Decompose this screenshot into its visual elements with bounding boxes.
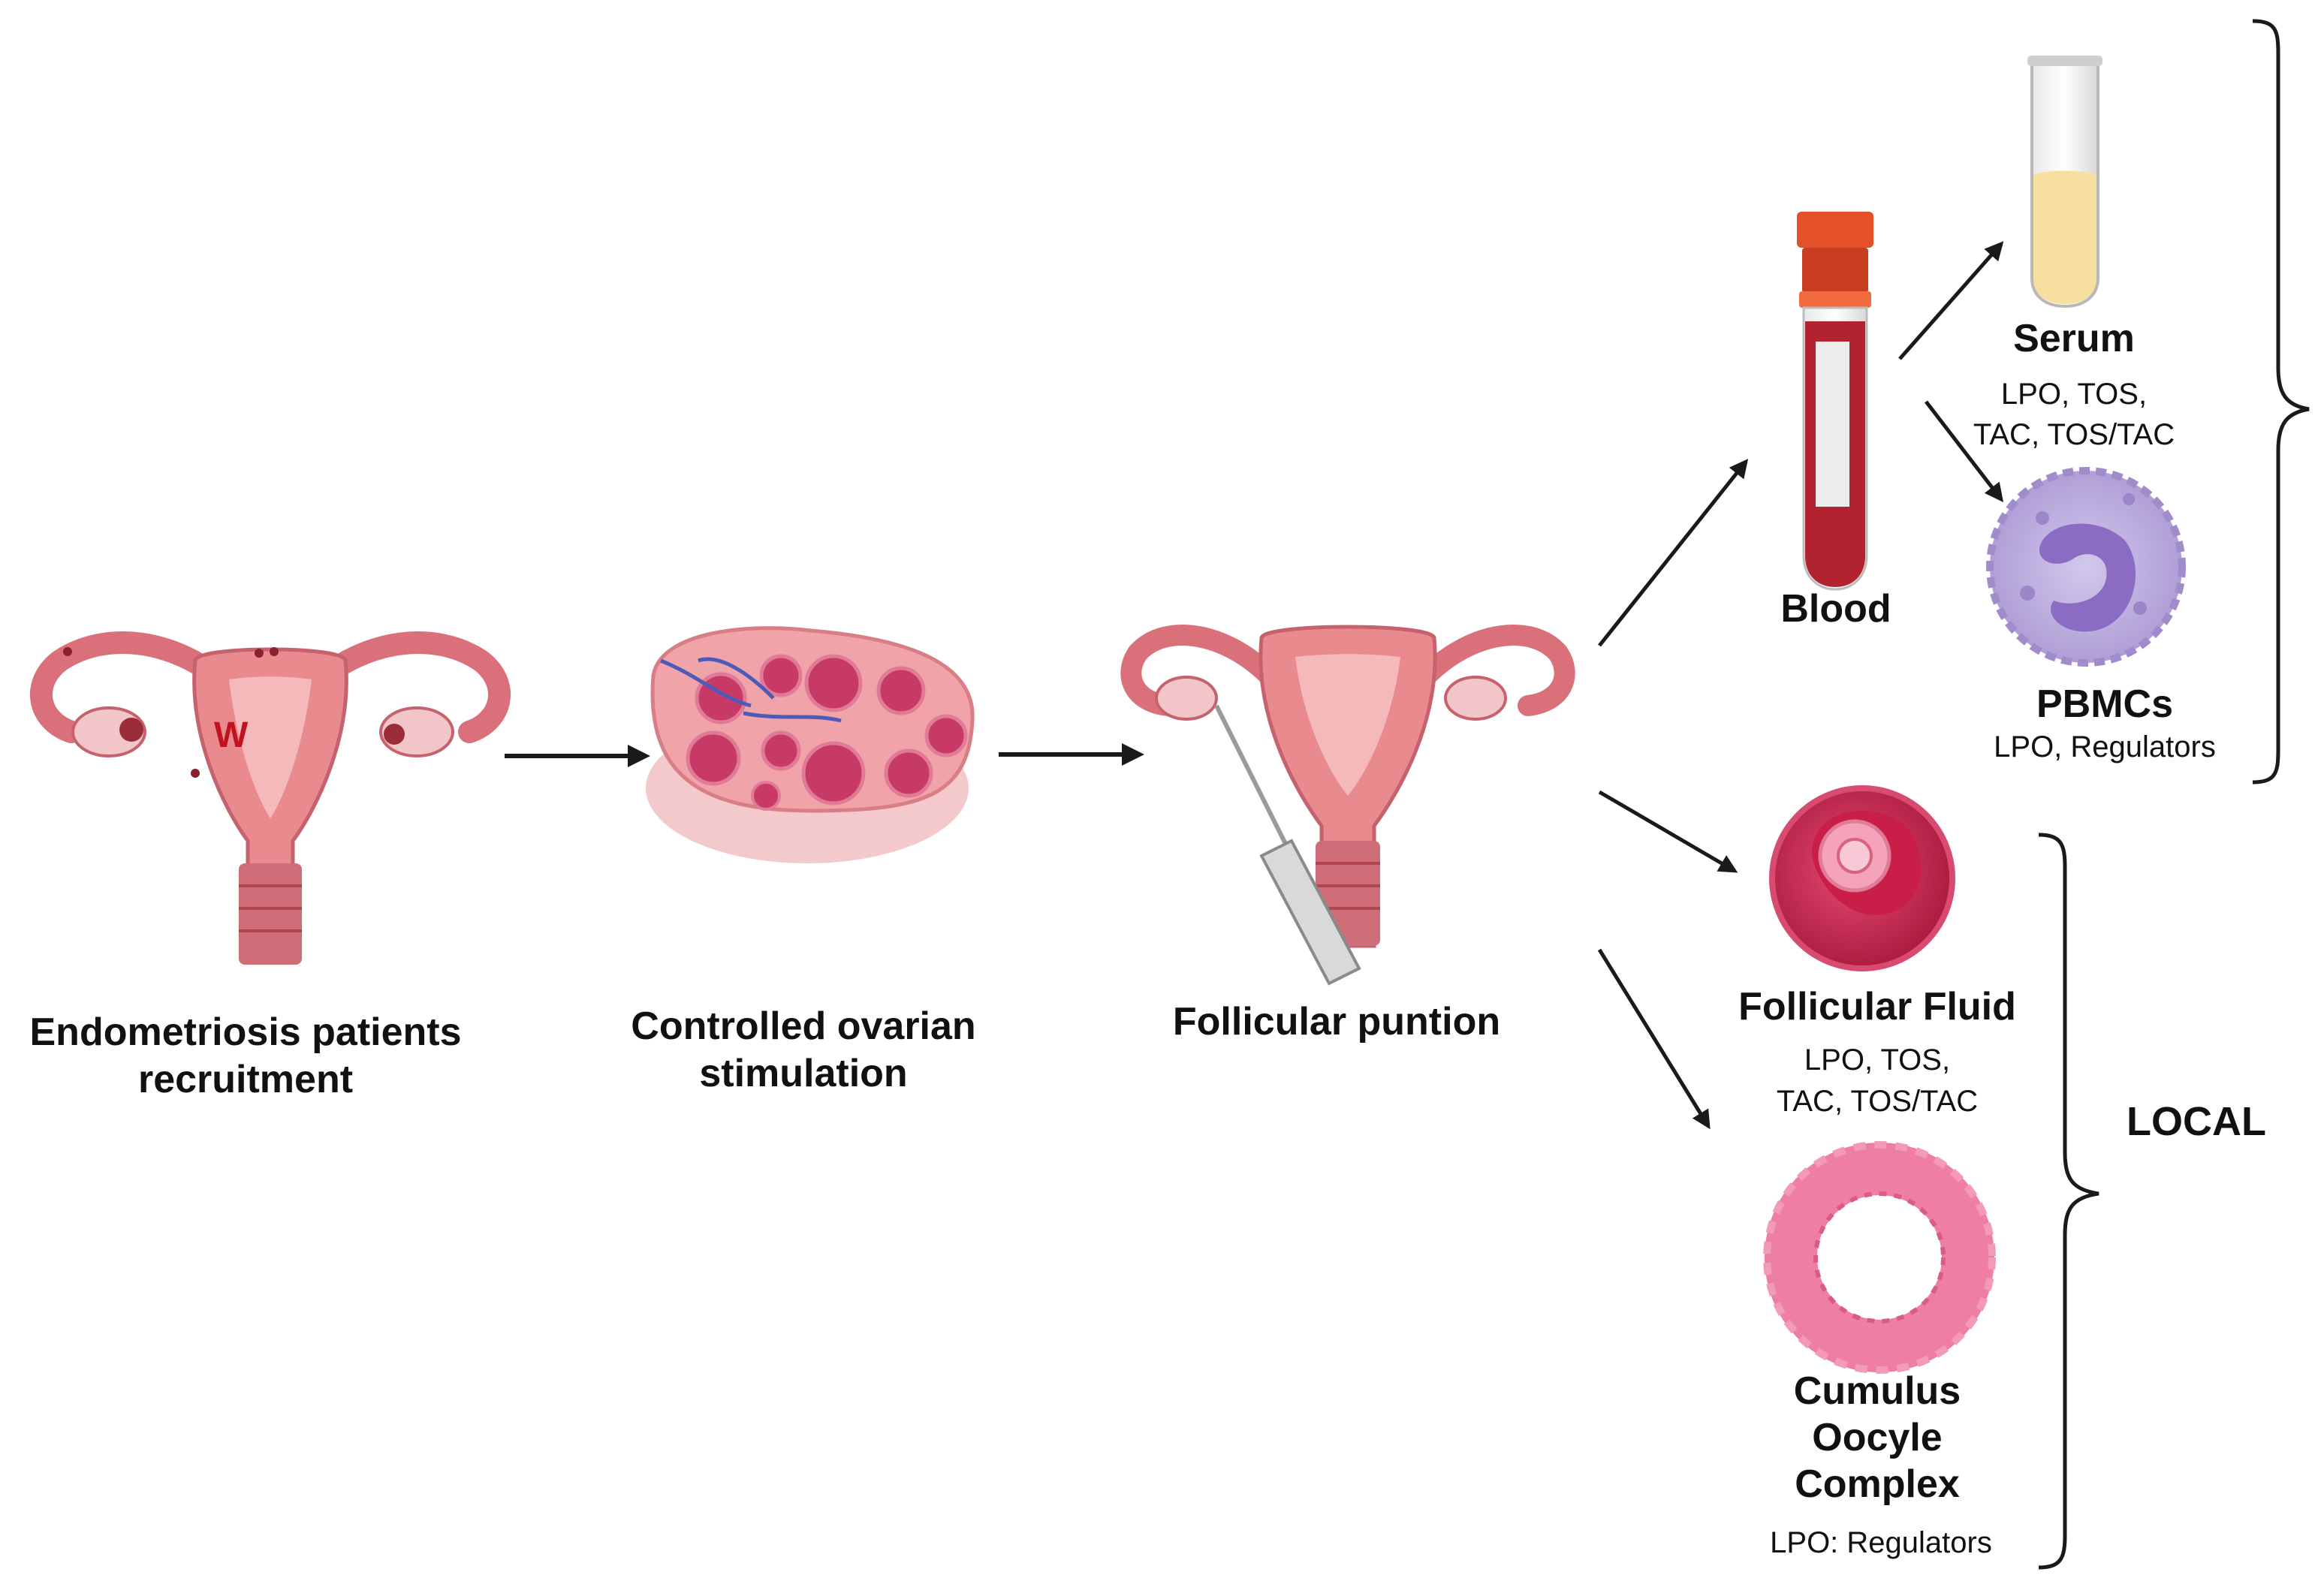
arrow-to-follicular-fluid	[1598, 790, 1738, 873]
serum-markers-line-2: TAC, TOS/TAC	[1973, 418, 2175, 451]
follicular-fluid-label: Follicular Fluid	[1738, 985, 2016, 1028]
pbmcs-markers: LPO, Regulators	[1994, 730, 2216, 763]
local-group-label: LOCAL	[2127, 1099, 2266, 1144]
arrow-to-blood	[1598, 459, 1749, 647]
systemic-brace	[2252, 19, 2310, 784]
arrow-blood-to-pbmcs	[1925, 400, 2004, 502]
step-1-label-line-2: recruitment	[138, 1058, 353, 1101]
serum-markers-line-1: LPO, TOS,	[2001, 378, 2147, 411]
blood-label: Blood	[1780, 587, 1891, 631]
follicular-puncture-icon	[1120, 625, 1575, 986]
coc-label-line-3: Complex	[1795, 1462, 1960, 1506]
uterus-endometriosis-icon: W	[30, 631, 511, 965]
step-2-label-line-2: stimulation	[699, 1052, 907, 1095]
local-brace	[2038, 833, 2099, 1570]
coc-label-line-1: Cumulus	[1794, 1369, 1961, 1413]
step-1-label-line-1: Endometriosis patients	[30, 1010, 462, 1054]
serum-tube-icon	[2027, 56, 2102, 309]
svg-text:W: W	[214, 715, 249, 755]
arrow-blood-to-serum	[1898, 241, 2004, 360]
follicular-fluid-markers-line-1: LPO, TOS,	[1804, 1043, 1950, 1077]
serum-label: Serum	[2013, 317, 2135, 360]
stimulated-ovary-icon	[646, 626, 975, 863]
pbmc-cell-icon	[1986, 467, 2186, 667]
follicular-fluid-markers-line-2: TAC, TOS/TAC	[1777, 1085, 1978, 1118]
blood-tube-icon	[1797, 212, 1873, 591]
coc-markers: LPO: Regulators	[1770, 1526, 1992, 1559]
step-3-label: Follicular puntion	[1173, 1000, 1500, 1043]
coc-label-line-2: Oocyle	[1812, 1416, 1942, 1459]
cumulus-oocyte-complex-icon	[1763, 1141, 1996, 1374]
follicle-icon	[1769, 785, 1955, 971]
arrow-to-coc	[1597, 948, 1711, 1130]
pbmcs-label: PBMCs	[2036, 682, 2173, 726]
step-2-label-line-1: Controlled ovarian	[631, 1004, 975, 1048]
